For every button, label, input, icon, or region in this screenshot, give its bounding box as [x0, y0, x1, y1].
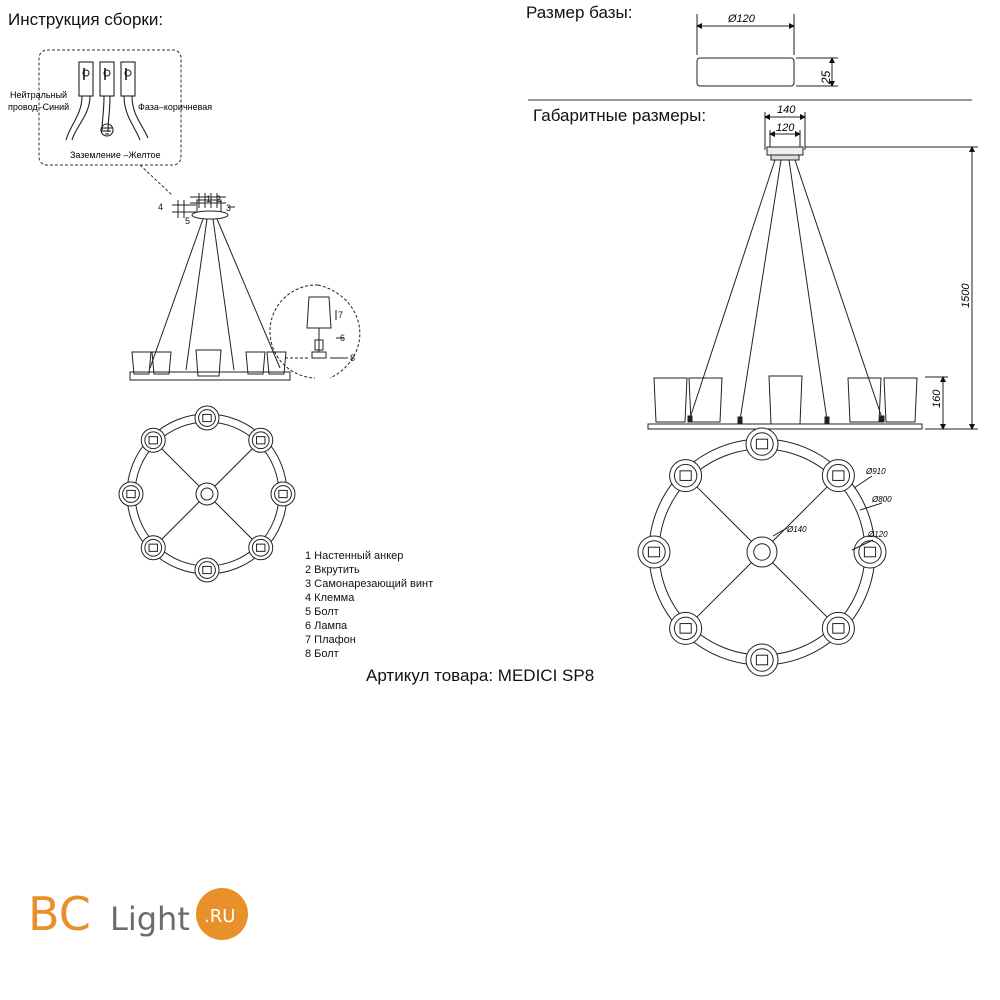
part-callout-3: 3: [226, 203, 231, 213]
parts-legend-item: 8 Болт: [305, 648, 339, 660]
total-height-label: 1500: [960, 283, 972, 308]
lamp-socket: [755, 654, 769, 666]
lamp-socket: [679, 623, 692, 634]
parts-legend-item: 7 Плафон: [305, 634, 356, 646]
base-height-label: 25: [819, 70, 833, 85]
wiring-detail: Нейтральный провод–Синий Фаза–коричневая…: [8, 49, 212, 196]
lamp-shade-inner: [642, 540, 666, 564]
suspension-arm: [155, 501, 200, 546]
bclight-logo: BC Light .RU: [28, 887, 248, 941]
canopy-outer-label: 140: [777, 104, 796, 116]
logo-ru-text: .RU: [204, 906, 235, 927]
lamp-socket: [832, 470, 845, 481]
neutral-wire-label: Нейтральный: [10, 90, 67, 100]
lamp-shade-inner: [826, 616, 851, 641]
part-callout-5: 5: [185, 216, 190, 226]
base-size-heading: Размер базы:: [526, 3, 633, 22]
lamp-socket: [126, 489, 136, 499]
lamp-socket: [755, 438, 769, 450]
lamp-socket: [202, 413, 212, 423]
part-callout-4: 4: [158, 202, 163, 212]
lamp-shade-inner: [750, 432, 774, 456]
hub-diameter-label: Ø140: [786, 525, 807, 534]
assembly-top-view: [118, 405, 296, 583]
lamp-shade-inner: [673, 616, 698, 641]
lamp-shade-inner: [673, 463, 698, 488]
suspension-arm: [772, 478, 836, 542]
suspension-arm: [688, 478, 752, 542]
assembly-side-view: [129, 193, 291, 381]
lamp-socket: [256, 543, 266, 552]
lamp-shade-inner: [858, 540, 882, 564]
lamp-socket: [647, 546, 661, 558]
suspension-arm: [155, 442, 200, 487]
lamp-socket: [148, 543, 158, 552]
phase-wire-label: Фаза–коричневая: [138, 102, 212, 112]
shade-detail: [269, 284, 361, 379]
parts-legend: 1 Настенный анкер 2 Вкрутить 3 Самонарез…: [305, 549, 433, 661]
logo-ru-badge: [196, 888, 248, 940]
lamp-shade-inner: [144, 431, 163, 450]
part-callout-7: 7: [338, 310, 343, 320]
lamp-socket: [679, 470, 692, 481]
lamp-shade-inner: [198, 561, 216, 579]
logo-bc-text: BC: [28, 887, 91, 941]
lamp-socket: [832, 623, 845, 634]
center-hub-inner: [753, 543, 771, 561]
lamp-shade-inner: [750, 648, 774, 672]
canopy-inner-label: 120: [776, 122, 795, 134]
part-callout-6: 6: [340, 333, 345, 343]
lamp-shade-inner: [251, 431, 270, 450]
lamp-socket: [256, 436, 266, 445]
base-size-drawing: [696, 14, 838, 87]
center-hub: [746, 536, 778, 568]
lamp-socket: [278, 489, 288, 499]
overall-dimensions-heading: Габаритные размеры:: [533, 106, 707, 125]
lamp-shade-inner: [251, 538, 270, 557]
lamp-socket: [202, 565, 212, 575]
shade-height-label: 160: [931, 389, 943, 408]
ring-inner-diameter-label: Ø800: [871, 495, 892, 504]
top-view-dimension-leaders: [772, 475, 883, 551]
ring-outer-diameter-label: Ø910: [865, 467, 886, 476]
suspension-arm: [214, 501, 259, 546]
overall-top-view: [637, 427, 887, 677]
parts-legend-item: 5 Болт: [305, 606, 339, 618]
suspension-arm: [688, 562, 752, 626]
suspension-arm: [772, 562, 836, 626]
parts-legend-item: 6 Лампа: [305, 620, 348, 632]
lamp-socket: [863, 546, 877, 558]
parts-legend-item: 1 Настенный анкер: [305, 550, 404, 562]
parts-legend-item: 3 Самонарезающий винт: [305, 578, 434, 590]
center-hub: [195, 482, 219, 506]
lamp-shade-inner: [144, 538, 163, 557]
lamp-shade-inner: [198, 409, 216, 427]
suspension-arm: [214, 442, 259, 487]
center-hub-inner: [200, 487, 214, 501]
part-callout-2: 2: [216, 194, 221, 204]
parts-legend-item: 2 Вкрутить: [305, 564, 360, 576]
lamp-shade-inner: [122, 485, 140, 503]
lamp-socket: [148, 436, 158, 445]
lamp-shade-inner: [274, 485, 292, 503]
neutral-wire-label-line2: провод–Синий: [8, 102, 69, 112]
base-diameter-label: Ø120: [727, 13, 756, 25]
shade-diameter-label: Ø120: [867, 530, 888, 539]
part-callout-1: 1: [206, 194, 211, 204]
article-label: Артикул товара: MEDICI SP8: [366, 666, 595, 685]
ground-wire-label: Заземление –Желтое: [70, 150, 161, 160]
part-callout-8: 8: [350, 353, 355, 363]
overall-side-view: [647, 112, 978, 430]
logo-light-text: Light: [110, 900, 190, 938]
assembly-heading: Инструкция сборки:: [8, 10, 164, 29]
parts-legend-item: 4 Клемма: [305, 592, 355, 604]
lamp-shade-inner: [826, 463, 851, 488]
